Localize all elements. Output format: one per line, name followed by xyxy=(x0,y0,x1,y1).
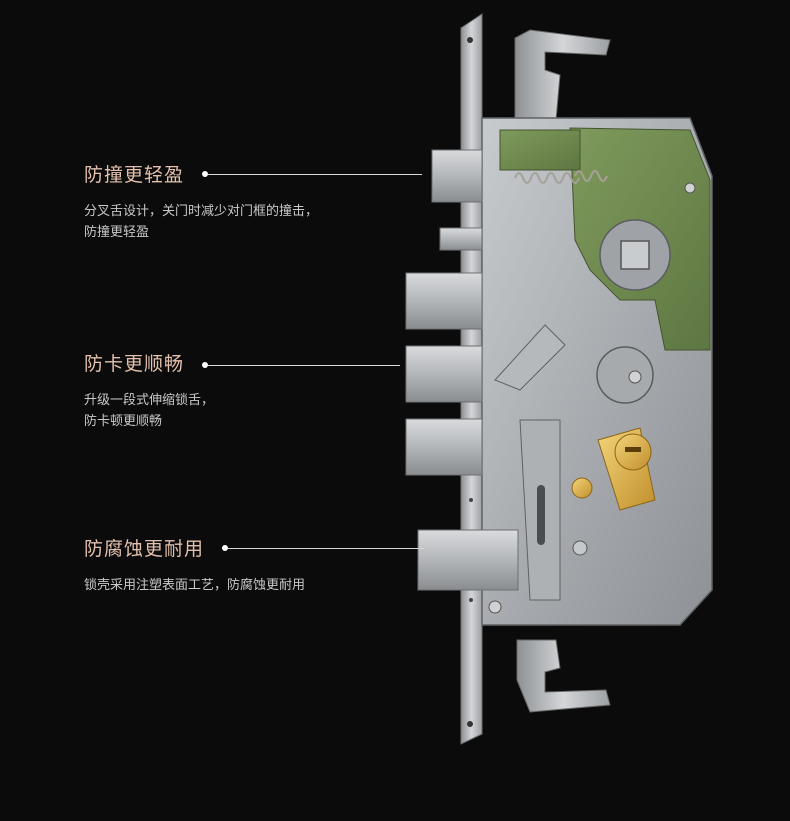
deadbolt-2 xyxy=(405,345,483,403)
case-screw xyxy=(488,600,502,614)
feature-description-line: 分叉舌设计，关门时减少对门框的撞击， xyxy=(84,204,319,219)
lower-bolt xyxy=(417,529,519,591)
callout-line xyxy=(208,365,400,366)
faceplate-screw-hole xyxy=(469,598,473,602)
feature-description: 锁壳采用注塑表面工艺，防腐蚀更耐用 xyxy=(84,575,305,596)
feature-anti-corrosion: 防腐蚀更耐用 锁壳采用注塑表面工艺，防腐蚀更耐用 xyxy=(84,537,305,596)
callout-dot xyxy=(222,545,228,551)
toothed-cam xyxy=(596,346,654,404)
lever-slot xyxy=(537,485,545,545)
cam-screw xyxy=(628,370,642,384)
feature-anti-collision: 防撞更轻盈 分叉舌设计，关门时减少对门框的撞击， 防撞更轻盈 xyxy=(84,163,318,243)
brass-cam xyxy=(571,477,593,499)
callout-dot xyxy=(202,171,208,177)
faceplate-screw-hole xyxy=(467,721,473,727)
callout-line xyxy=(228,548,424,549)
feature-description-line: 防卡顿更顺畅 xyxy=(84,414,163,429)
deadbolt-1 xyxy=(405,272,483,330)
latch-tongue xyxy=(439,227,483,251)
faceplate-screw-hole xyxy=(469,498,473,502)
feature-anti-jam: 防卡更顺畅 升级一段式伸缩锁舌， 防卡顿更顺畅 xyxy=(84,352,214,432)
bottom-hook xyxy=(516,639,611,713)
feature-title: 防腐蚀更耐用 xyxy=(84,538,205,560)
spindle-square xyxy=(620,240,650,270)
feature-description-line: 防撞更轻盈 xyxy=(84,225,150,240)
top-hook xyxy=(514,29,611,121)
feature-description-line: 升级一段式伸缩锁舌， xyxy=(84,393,215,408)
feature-description-line: 锁壳采用注塑表面工艺，防腐蚀更耐用 xyxy=(84,578,306,593)
callout-line xyxy=(208,174,422,175)
latch-spring xyxy=(514,170,608,184)
cylinder-keyway xyxy=(625,447,641,452)
faceplate-screw-hole xyxy=(467,37,473,43)
callout-dot xyxy=(202,362,208,368)
green-plate-slot xyxy=(499,129,581,171)
angled-lever xyxy=(494,324,566,391)
feature-description: 分叉舌设计，关门时减少对门框的撞击， 防撞更轻盈 xyxy=(84,201,318,243)
split-latch xyxy=(431,149,483,203)
deadbolt-3 xyxy=(405,418,483,476)
case-screw xyxy=(572,540,588,556)
feature-title: 防撞更轻盈 xyxy=(84,164,185,186)
feature-title: 防卡更顺畅 xyxy=(84,353,185,375)
feature-description: 升级一段式伸缩锁舌， 防卡顿更顺畅 xyxy=(84,390,214,432)
case-screw xyxy=(684,182,696,194)
